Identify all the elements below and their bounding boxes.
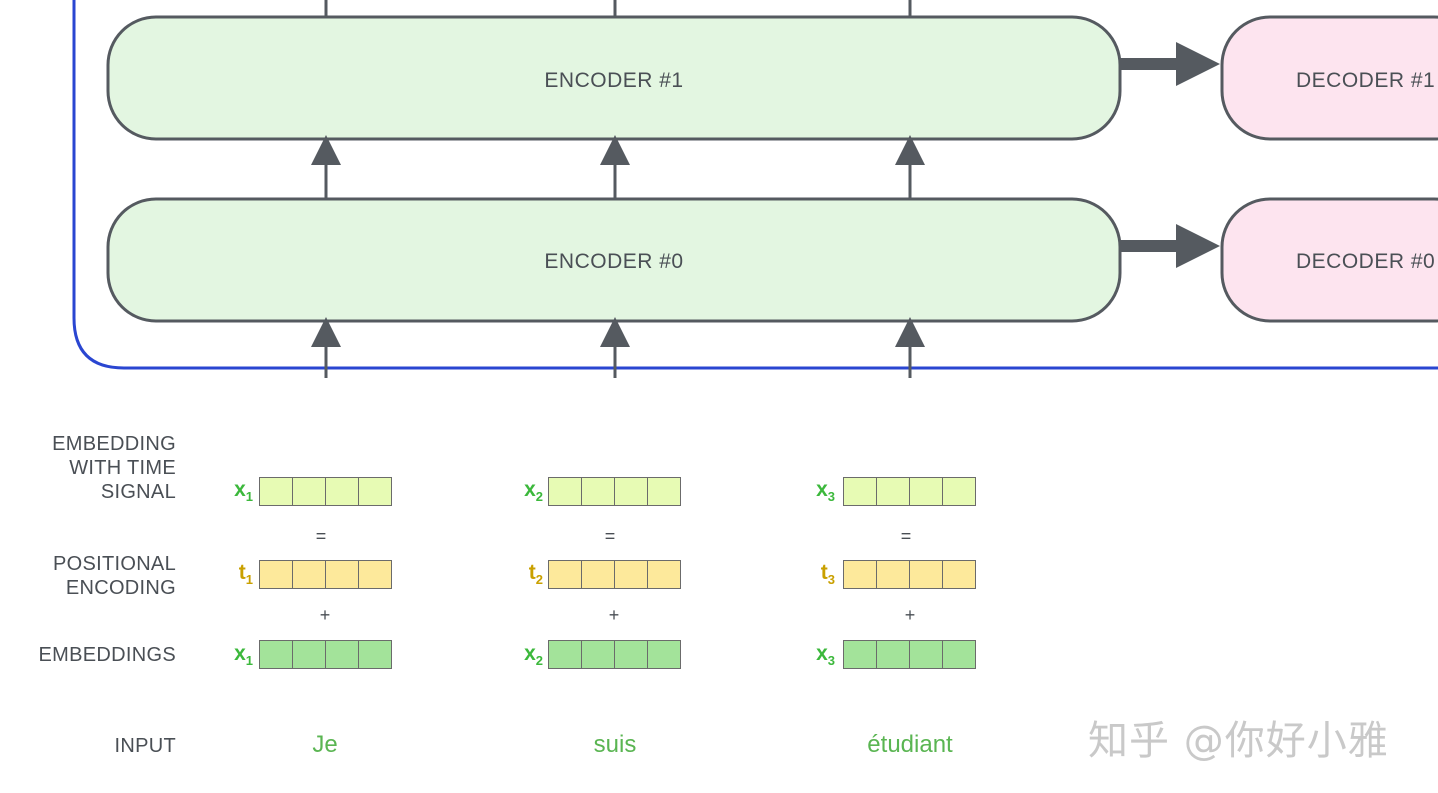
equals-sign: = xyxy=(315,526,327,546)
input-word-2: suis xyxy=(593,731,637,758)
x2-embedding-label: x2 xyxy=(524,642,543,669)
decoder-0-box: DECODER #0 xyxy=(1220,197,1438,323)
decoder-1-box: DECODER #1 xyxy=(1220,15,1438,141)
encoder-0-to-decoder-0-arrow xyxy=(1120,224,1220,268)
x3-signal-vector xyxy=(843,477,976,506)
t2-vector xyxy=(548,560,681,589)
encoder-1-box: ENCODER #1 xyxy=(106,15,1122,141)
label-input: INPUT xyxy=(114,735,176,757)
plus-sign: + xyxy=(904,605,916,625)
decoder-1-label: DECODER #1 xyxy=(1296,69,1435,92)
equals-sign: = xyxy=(604,526,616,546)
encoder-1-to-decoder-1-arrow xyxy=(1120,42,1220,86)
decoder-0-label: DECODER #0 xyxy=(1296,250,1435,273)
middle-arrows xyxy=(311,135,925,198)
x3-signal-label: x3 xyxy=(816,478,835,505)
t2-label: t2 xyxy=(528,561,543,588)
encoder-0-label: ENCODER #0 xyxy=(544,250,683,273)
label-embeddings: EMBEDDINGS xyxy=(38,644,176,666)
t3-vector xyxy=(843,560,976,589)
plus-sign: + xyxy=(319,605,331,625)
t3-label: t3 xyxy=(820,561,835,588)
label-embedding-with-time-signal: EMBEDDING WITH TIME SIGNAL xyxy=(52,433,176,503)
x1-embedding-vector xyxy=(259,640,392,669)
x1-signal-label: x1 xyxy=(234,478,253,505)
top-arrows xyxy=(324,0,912,16)
x2-signal-vector xyxy=(548,477,681,506)
encoder-0-box: ENCODER #0 xyxy=(106,197,1122,323)
input-arrows xyxy=(311,317,925,378)
x2-signal-label: x2 xyxy=(524,478,543,505)
t1-vector xyxy=(259,560,392,589)
label-positional-encoding: POSITIONAL ENCODING xyxy=(52,553,176,599)
encoder-stack-frame xyxy=(72,0,1438,370)
encoder-1-label: ENCODER #1 xyxy=(544,69,683,92)
x1-embedding-label: x1 xyxy=(234,642,253,669)
watermark: 知乎 @你好小雅 xyxy=(1088,718,1389,764)
x1-signal-vector xyxy=(259,477,392,506)
t1-label: t1 xyxy=(238,561,253,588)
x3-embedding-label: x3 xyxy=(816,642,835,669)
equals-sign: = xyxy=(900,526,912,546)
x3-embedding-vector xyxy=(843,640,976,669)
x2-embedding-vector xyxy=(548,640,681,669)
plus-sign: + xyxy=(608,605,620,625)
input-word-3: étudiant xyxy=(867,731,953,758)
input-word-1: Je xyxy=(312,731,338,758)
